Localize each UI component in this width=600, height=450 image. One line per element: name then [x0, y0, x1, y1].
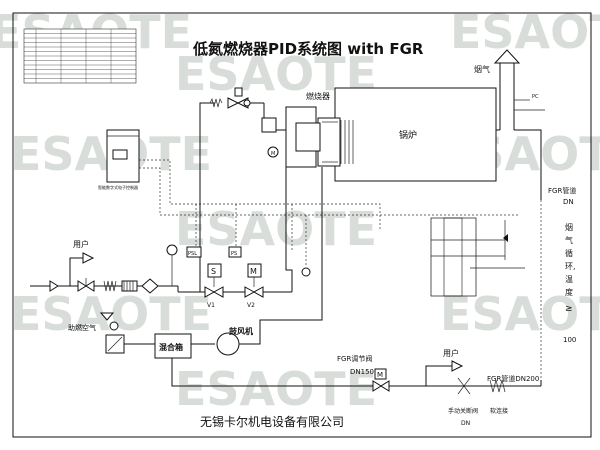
detail-inset — [430, 217, 525, 297]
soft-joint — [489, 379, 506, 393]
burner-head — [295, 122, 321, 152]
pilot-regulator — [261, 117, 277, 133]
boiler-label: 锅炉 — [399, 129, 417, 141]
v1-solenoid-box — [207, 263, 222, 278]
svg-text:环,: 环, — [565, 262, 576, 271]
ps-switch — [228, 246, 242, 258]
fgr-right-size: DN — [563, 198, 574, 206]
fgr-valve — [372, 380, 382, 392]
inlet-valve — [77, 280, 87, 292]
pc-label: PC — [532, 94, 539, 100]
user-bottom-arrow — [451, 360, 464, 372]
manual-shutoff-label: 手动关断阀 — [448, 407, 478, 415]
v2-valve — [252, 286, 264, 298]
gas-regulator — [141, 278, 159, 294]
fgr-valve-actuator — [374, 368, 387, 380]
user-top-label: 用户 — [73, 239, 89, 249]
user-bottom-branch — [425, 365, 452, 386]
fgr-bottom-pipe — [171, 358, 373, 387]
control-panel-label: 智能数字式电子控制器 — [98, 184, 138, 190]
diagram-title: 低氮燃烧器PID系统图 with FGR — [192, 40, 424, 58]
fgr-valve-size: DN150 — [350, 368, 374, 376]
stack-arrow — [493, 49, 521, 64]
v2-label: V2 — [247, 302, 255, 309]
svg-text:≥: ≥ — [565, 304, 573, 314]
pressure-gauge — [267, 146, 279, 158]
inlet-valve — [85, 280, 95, 292]
company-name: 无锡卡尔机电设备有限公司 — [200, 414, 344, 429]
combustion-air-label: 助燃空气 — [68, 323, 96, 332]
svg-text:循: 循 — [565, 248, 573, 258]
mixing-box-label: 混合箱 — [159, 342, 183, 352]
control-display — [112, 149, 128, 160]
air-inlet-arrow — [99, 312, 115, 321]
svg-text:气: 气 — [565, 235, 573, 245]
watermark-text: ESAOTE — [450, 5, 600, 59]
fgr-actuator-label: M — [377, 371, 383, 379]
mixing-box — [154, 333, 192, 359]
v1-valve — [212, 286, 224, 298]
spec-table — [23, 28, 137, 84]
filter-hatch — [123, 281, 134, 291]
v1-valve — [204, 286, 216, 298]
watermark-text: ESAOTE — [175, 202, 377, 256]
v2-valve — [244, 286, 256, 298]
svg-text:烟: 烟 — [565, 223, 573, 232]
pressure-gauge-label: M — [271, 151, 275, 157]
user-top-arrow — [82, 252, 95, 264]
fgr-right-pipe — [514, 129, 542, 200]
blower-label: 鼓风机 — [229, 326, 253, 336]
fgr-right-label: FGR管道 — [548, 186, 576, 195]
manual-shutoff-size: DN — [461, 420, 470, 427]
user-top-branch — [69, 257, 83, 286]
flame-grid — [340, 120, 354, 164]
gas-gauge — [301, 267, 311, 277]
user-bottom-label: 用户 — [443, 348, 459, 358]
signal-lines — [139, 159, 520, 265]
flue-recirc-text: 烟 气 循 环, 温 度 ≥ 100 — [563, 223, 576, 344]
ps-label: PS — [231, 251, 237, 257]
smoke-label: 烟气 — [474, 64, 490, 74]
air-damper-indicator — [109, 321, 119, 331]
blower — [216, 332, 240, 356]
fgr-valve — [380, 380, 390, 392]
burner-label: 燃烧器 — [306, 91, 330, 101]
watermark-text: ESAOTE — [440, 287, 600, 341]
psl-label: PSL — [188, 251, 197, 257]
v1-label: V1 — [207, 302, 215, 309]
svg-text:度: 度 — [565, 287, 573, 297]
burner-throat — [317, 117, 341, 167]
v1-s-label: S — [211, 267, 216, 276]
svg-text:温: 温 — [565, 275, 573, 284]
boiler — [334, 87, 497, 182]
psl-switch — [186, 246, 202, 258]
watermark-text: ESAOTE — [175, 362, 377, 416]
pressure-indicator — [166, 244, 178, 256]
gas-filter — [121, 280, 138, 292]
fgr-bottom-label: FGR管道DN200 — [487, 374, 539, 383]
bellows — [103, 280, 117, 292]
v2-motor-box — [247, 263, 262, 278]
drawing-border — [12, 12, 592, 438]
manual-shutoff-valve — [457, 377, 471, 395]
soft-joint-label: 软连接 — [490, 407, 508, 415]
fgr-valve-label: FGR调节阀 — [337, 354, 372, 363]
svg-text:100: 100 — [563, 336, 576, 344]
v2-m-label: M — [250, 267, 257, 276]
blower-outlet — [239, 167, 323, 345]
damper-blade — [107, 336, 123, 352]
inlet-arrow — [49, 280, 59, 292]
